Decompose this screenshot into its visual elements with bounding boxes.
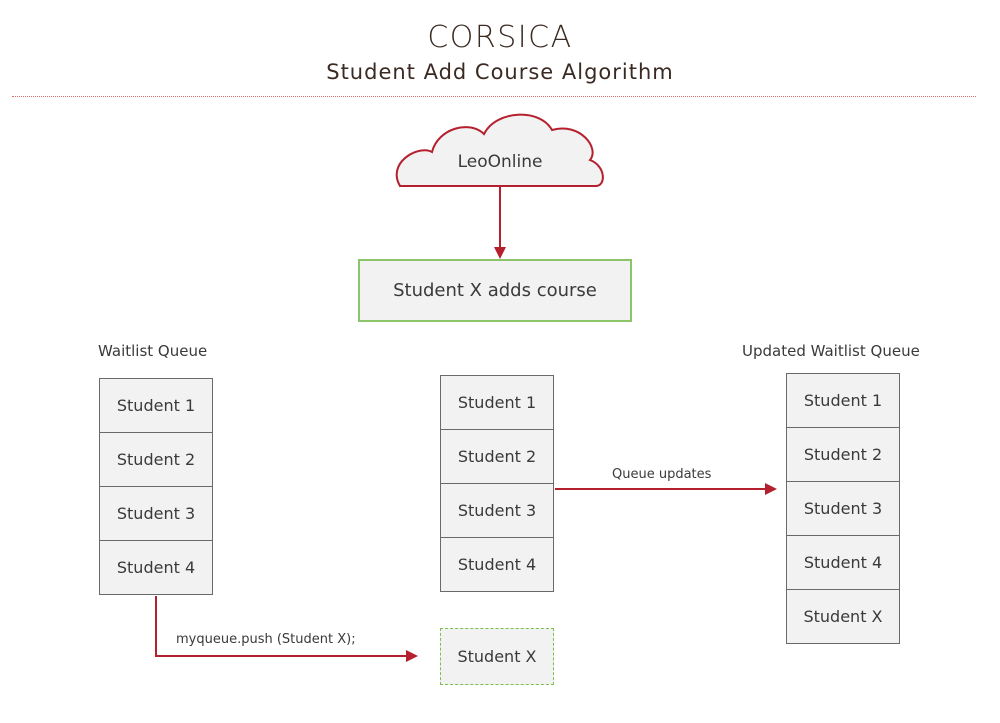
queue-cell: Student 3 [440,483,554,538]
queue-cell: Student 1 [786,373,900,428]
new-student-box: Student X [440,628,554,685]
cloud-label: LeoOnline [457,152,543,172]
arrow-push [155,596,418,662]
middle-queue: Student 1 Student 2 Student 3 Student 4 [440,375,554,592]
action-box: Student X adds course [358,259,632,322]
diagram-title: CORSICA [427,20,573,55]
queue-cell: Student 2 [440,429,554,484]
cloud-icon [395,113,604,187]
queue-cell: Student 1 [99,378,213,433]
queue-cell: Student 3 [99,486,213,541]
queue-cell: Student 4 [440,537,554,592]
queue-cell: Student X [786,589,900,644]
push-edge-label: myqueue.push (Student X); [176,632,356,647]
action-label: Student X adds course [393,280,597,301]
queue-cell: Student 4 [99,540,213,595]
diagram-subtitle: Student Add Course Algorithm [326,60,674,84]
header-divider [12,96,976,97]
queue-cell: Student 1 [440,375,554,430]
updated-waitlist-queue: Student 1 Student 2 Student 3 Student 4 … [786,373,900,644]
queue-cell: Student 3 [786,481,900,536]
queue-cell: Student 4 [786,535,900,590]
waitlist-queue-label: Waitlist Queue [98,342,208,360]
updated-queue-label: Updated Waitlist Queue [742,342,920,360]
update-edge-label: Queue updates [612,467,712,482]
queue-cell: Student 2 [99,432,213,487]
queue-cell: Student 2 [786,427,900,482]
waitlist-queue: Student 1 Student 2 Student 3 Student 4 [99,378,213,595]
new-student-label: Student X [457,647,537,666]
